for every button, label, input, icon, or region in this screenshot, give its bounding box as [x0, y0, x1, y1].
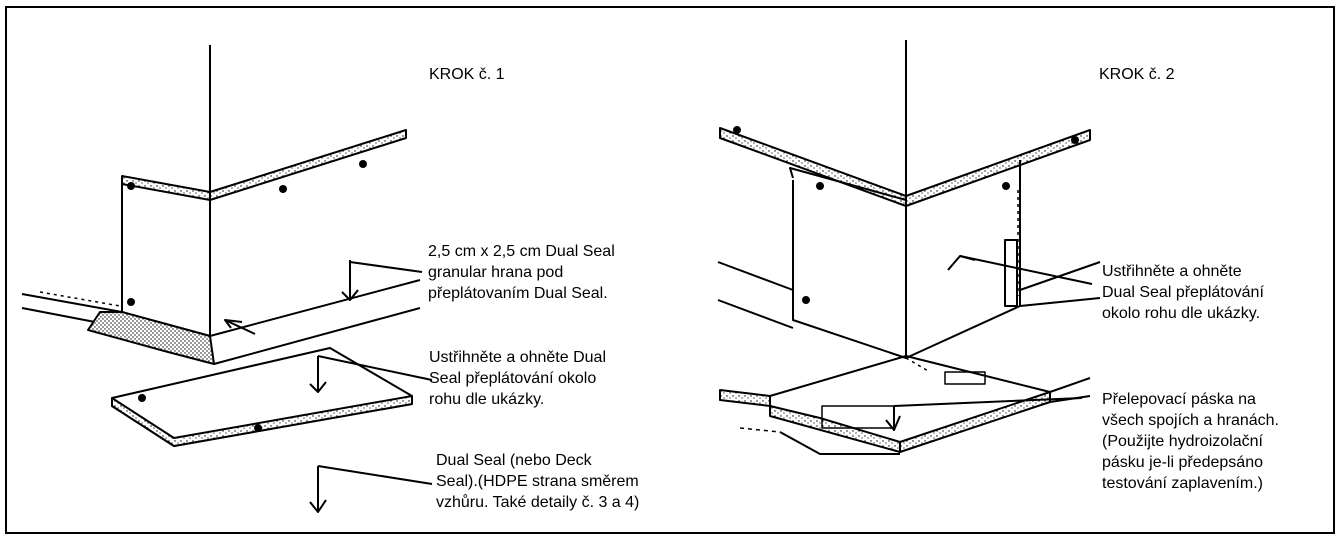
step1-base-callout: Dual Seal (nebo Deck Seal).(HDPE strana … — [436, 452, 640, 511]
step2-drawing — [717, 40, 1101, 455]
step1-edge-callout: 2,5 cm x 2,5 cm Dual Seal granular hrana… — [428, 243, 615, 302]
step1-title: KROK č. 1 — [429, 66, 505, 83]
figure-frame — [5, 6, 1335, 534]
step2-tape-callout: Přelepovací páska na všech spojích a hra… — [1102, 391, 1279, 492]
step2-title: KROK č. 2 — [1099, 66, 1175, 83]
step2-cut-callout: Ustřihněte a ohněte Dual Seal přeplátová… — [1102, 263, 1264, 322]
step1-drawing — [21, 45, 433, 513]
step1-cut-callout: Ustřihněte a ohněte Dual Seal přeplátová… — [429, 349, 606, 408]
